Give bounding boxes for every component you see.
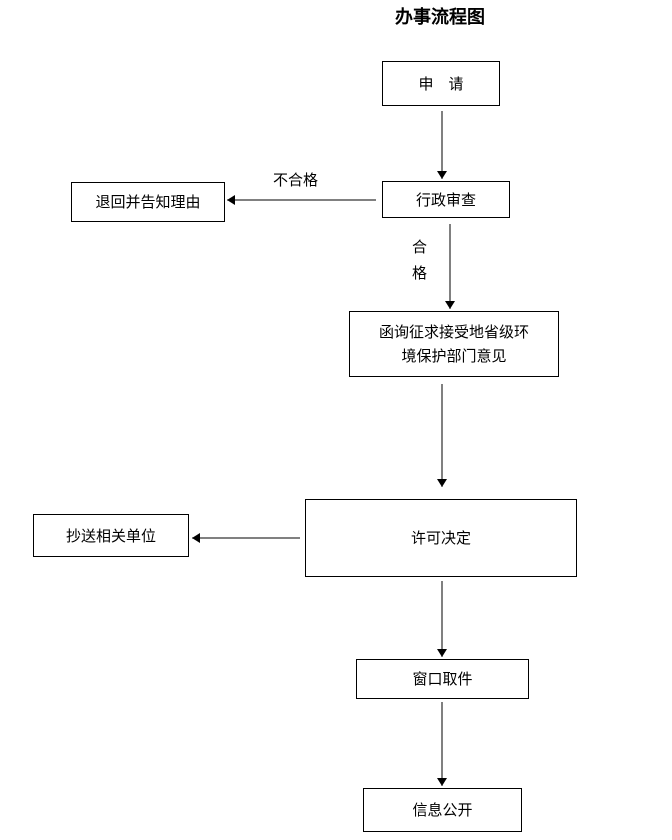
- node-copy-send-label: 抄送相关单位: [65, 526, 156, 545]
- node-review: 行政审查: [382, 181, 510, 218]
- node-apply: 申 请: [382, 61, 500, 106]
- node-reject-label: 退回并告知理由: [95, 193, 201, 211]
- diagram-title: 办事流程图: [395, 7, 485, 28]
- label-fail: 不合格: [273, 171, 319, 189]
- node-pickup-label: 窗口取件: [412, 670, 473, 688]
- node-publish-label: 信息公开: [412, 801, 473, 819]
- node-pickup: 窗口取件: [356, 659, 529, 699]
- label-pass-2: 格: [412, 264, 428, 282]
- node-publish: 信息公开: [363, 788, 522, 832]
- node-review-label: 行政审查: [415, 190, 476, 209]
- node-decision: 许可决定: [305, 499, 577, 577]
- node-consult: 函询征求接受地省级环 境保护部门意见: [349, 311, 559, 377]
- label-pass-1: 合: [412, 238, 428, 256]
- node-apply-label: 申 请: [418, 74, 464, 93]
- node-decision-label: 许可决定: [410, 529, 471, 547]
- node-consult-label-line2: 境保护部门意见: [401, 347, 507, 365]
- node-copy-send: 抄送相关单位: [33, 514, 189, 557]
- node-consult-label-line1: 函询征求接受地省级环: [378, 323, 529, 341]
- node-reject: 退回并告知理由: [71, 182, 225, 222]
